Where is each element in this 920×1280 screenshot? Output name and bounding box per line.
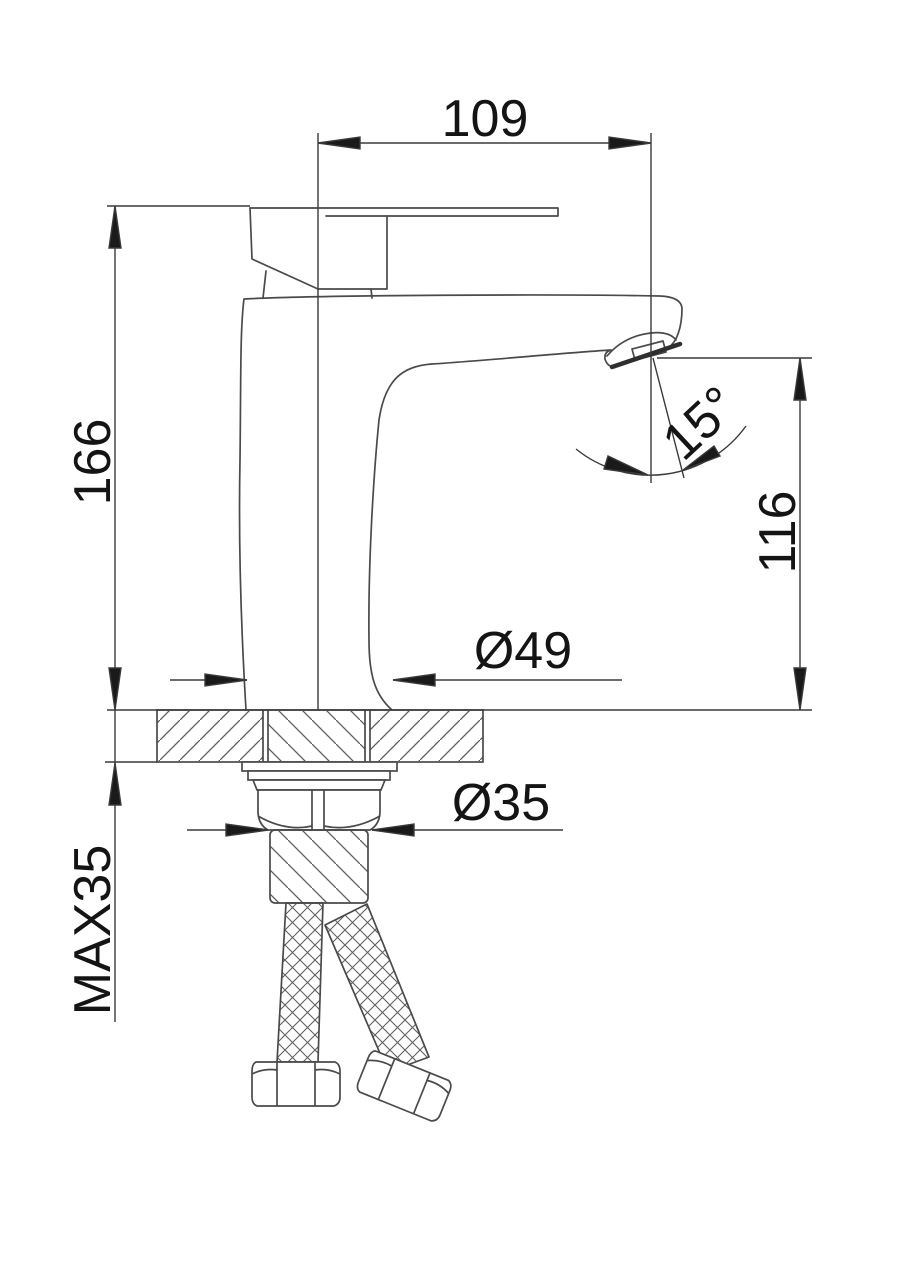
threaded-shank <box>269 829 369 904</box>
dim-spout-reach: 109 <box>317 90 652 150</box>
deck-hatch-left <box>157 711 263 761</box>
handle-lever <box>249 207 559 217</box>
deck-hole-edges <box>262 710 371 762</box>
hose-fitting-left <box>251 1061 341 1107</box>
dimensions: 109 166 MAX35 116 Ø49 <box>64 90 812 1022</box>
angle-arc <box>575 425 747 476</box>
dim-shank-diameter: Ø35 <box>225 774 550 837</box>
angle-arrow-left <box>603 455 649 476</box>
angle-reference-line <box>652 357 685 479</box>
dim-base-diameter-label: Ø49 <box>474 622 572 680</box>
dim-deck-thickness: MAX35 <box>64 710 122 1022</box>
deck-hatch-right <box>370 711 483 761</box>
dim-shank-diameter-label: Ø35 <box>452 774 550 832</box>
supply-hoses <box>251 902 455 1124</box>
dim-total-height-label: 166 <box>64 419 122 506</box>
dim-spout-height: 116 <box>749 357 807 711</box>
dim-spout-height-label: 116 <box>749 491 807 574</box>
spout-mouth-line <box>609 341 683 370</box>
hose-left <box>276 902 324 1063</box>
dim-base-diameter: Ø49 <box>170 622 622 687</box>
aerator <box>631 340 667 361</box>
shank-section-hatch <box>268 711 365 761</box>
faucet-body <box>238 294 683 711</box>
dim-total-height: 166 <box>64 205 122 711</box>
mounting-deck-section <box>156 709 484 904</box>
dim-spout-angle-label: 15° <box>652 376 749 472</box>
mounting-nut <box>257 789 381 831</box>
hose-right <box>324 903 430 1073</box>
dim-spout-reach-label: 109 <box>442 90 529 148</box>
washer-flange-stack <box>241 761 398 791</box>
angle-arrow-right <box>682 444 722 471</box>
dim-spout-angle: 15° <box>575 357 749 479</box>
dim-deck-thickness-label: MAX35 <box>64 845 122 1016</box>
